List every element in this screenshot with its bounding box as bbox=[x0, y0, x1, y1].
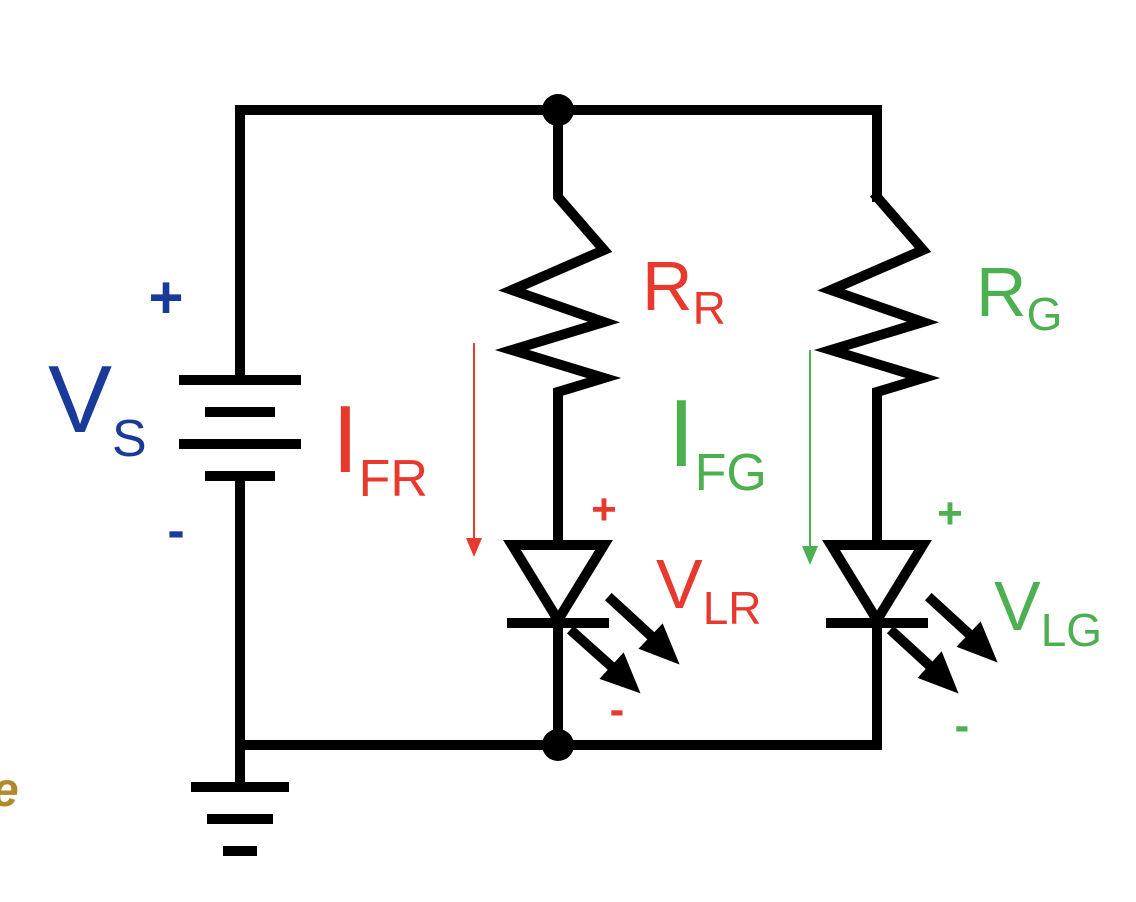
green-branch bbox=[802, 105, 998, 750]
green-led-voltage-label: VLG bbox=[994, 567, 1102, 656]
green-led-plus: + bbox=[937, 489, 963, 538]
red-led-voltage-label: VLR bbox=[656, 545, 762, 634]
red-led-triangle bbox=[503, 540, 613, 630]
red-led-minus: - bbox=[610, 685, 625, 734]
green-resistor-label: RG bbox=[976, 253, 1062, 340]
green-led-triangle bbox=[822, 540, 932, 630]
green-current-label: IFG bbox=[668, 380, 767, 502]
source-voltage-label: VS bbox=[48, 346, 147, 468]
red-led-plus: + bbox=[591, 485, 617, 534]
red-current-label: IFR bbox=[332, 386, 428, 508]
ground-symbol bbox=[191, 782, 289, 856]
red-resistor bbox=[494, 105, 622, 550]
green-led-minus: - bbox=[955, 701, 970, 750]
green-resistor bbox=[813, 189, 941, 550]
red-led-light-arrows bbox=[566, 592, 680, 694]
edge-text-fragment: e bbox=[0, 764, 19, 817]
green-led-light-arrows bbox=[886, 592, 998, 694]
red-branch bbox=[466, 105, 680, 750]
red-resistor-label: RR bbox=[642, 247, 726, 334]
battery-symbol bbox=[179, 375, 301, 481]
source-minus: - bbox=[167, 502, 184, 560]
source-plus: + bbox=[148, 264, 183, 331]
